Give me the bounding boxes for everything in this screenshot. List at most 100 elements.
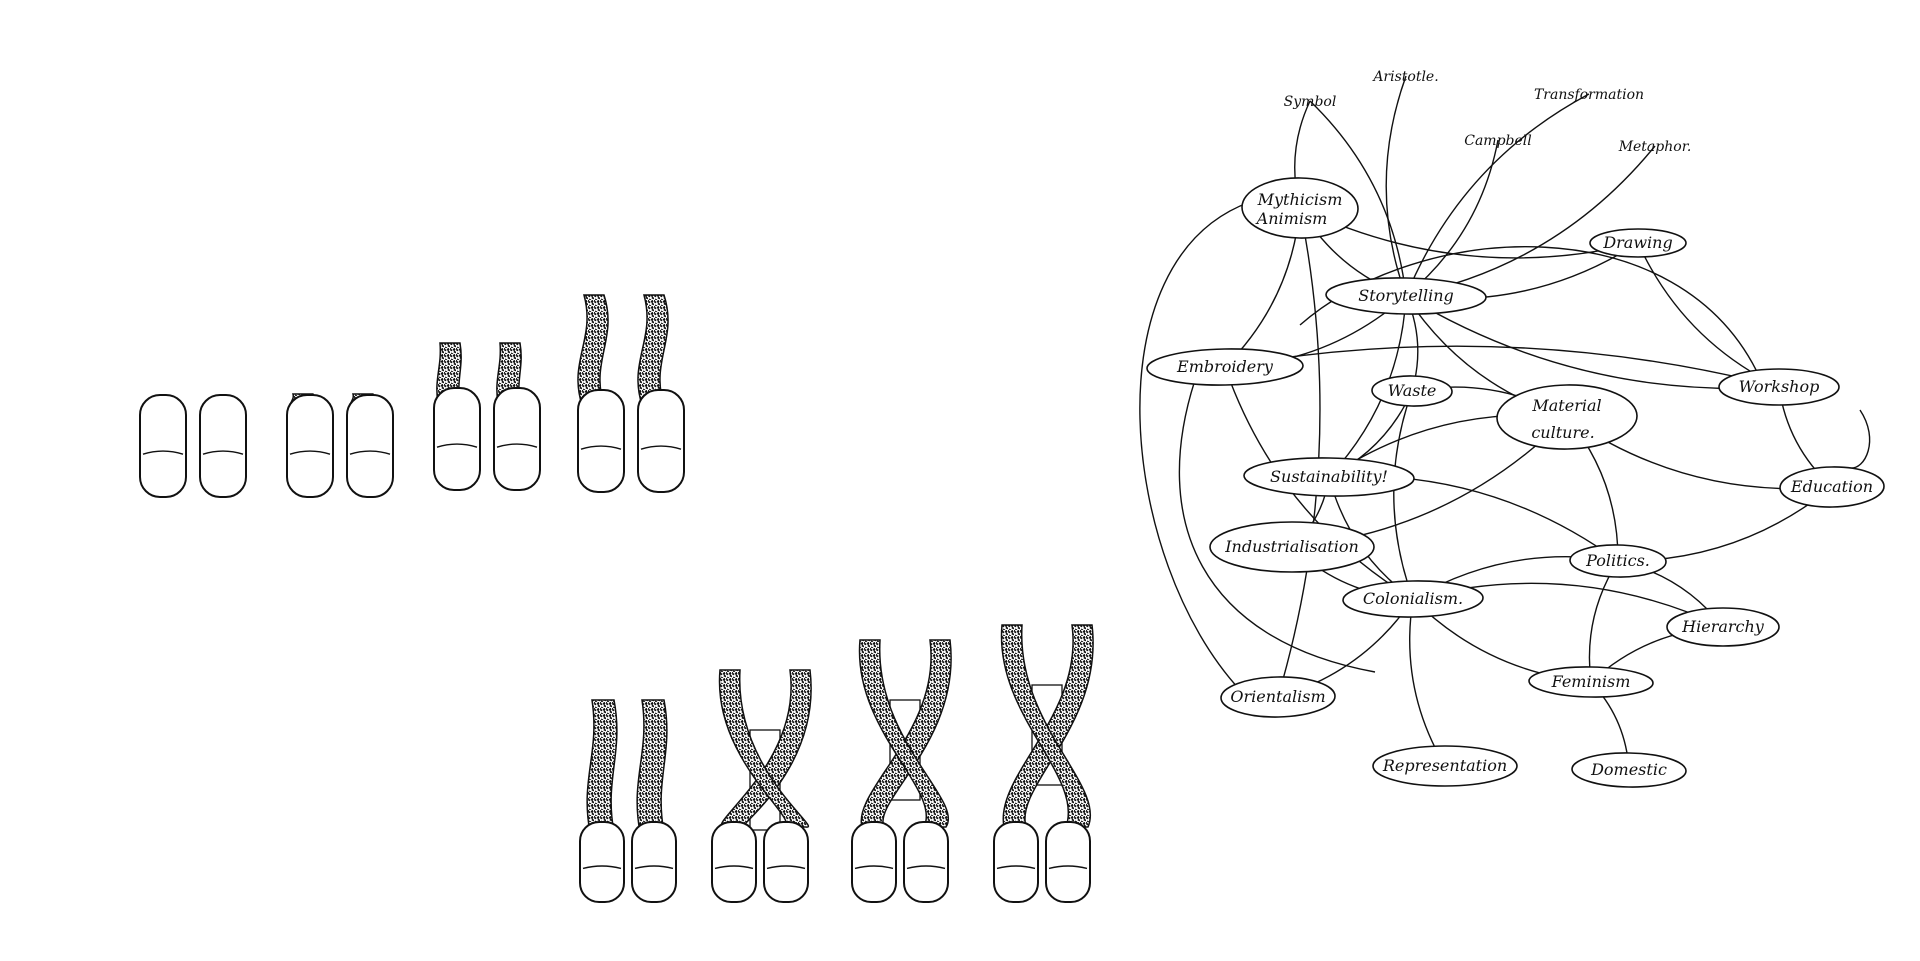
connection-line-waste-colonialism [1393,390,1414,600]
node-campbell: Campbell [1464,133,1532,149]
node-transformation: Transformation [1534,87,1644,103]
sock-pair-stage-6 [711,669,812,903]
node-label-workshop: Workshop [1739,377,1820,396]
twisted-leg-left [860,639,952,828]
node-label-campbell: Campbell [1464,133,1532,149]
sock-foot [1045,821,1091,903]
node-label-hierarchy: Hierarchy [1681,617,1765,636]
node-hierarchy: Hierarchy [1666,607,1780,647]
node-colonialism: Colonialism. [1342,580,1484,618]
node-workshop: Workshop [1718,368,1840,406]
connection-line-colonialism-representation [1409,598,1446,767]
node-label-education: Education [1790,477,1873,496]
node-oval-industrialisation [1209,521,1375,573]
node-feminism: Feminism [1528,666,1654,698]
sock-pair-stage-7 [851,639,952,903]
outer-arc-line-0 [1139,201,1251,691]
sock-foot [286,394,334,498]
node-oval-politics [1569,544,1667,578]
node-oval-waste [1371,375,1453,407]
node-representation: Representation [1372,745,1518,787]
sock-foot [637,389,685,493]
node-label-sustainability: Sustainability! [1270,467,1388,486]
connection-line-mythicism-orientalism [1277,207,1321,698]
node-culture: culture. [1531,423,1594,442]
node-embroidery: Embroidery [1146,348,1304,386]
node-waste: Waste [1371,375,1453,407]
sock-pair-stage-8 [993,624,1094,903]
sock-foot [631,821,677,903]
twisted-leg-right [858,639,949,828]
node-oval-workshop [1718,368,1840,406]
sock-foot [139,394,187,498]
node-label-mythicism: Mythicism [1257,190,1343,209]
node-industrialisation: Industrialisation [1209,521,1375,573]
outer-arc-line-3 [1849,409,1871,469]
node-label-transformation: Transformation [1534,87,1644,103]
outer-arc-line-1 [1178,379,1376,673]
sock-pair-stage-5 [579,699,677,903]
node-drawing: Drawing [1589,228,1687,258]
textured-leg [636,699,668,833]
node-aristotle: Aristotle. [1371,69,1438,85]
node-label-animism: Animism [1255,209,1328,228]
twisted-leg-right [1000,624,1091,828]
node-oval-education [1779,466,1885,508]
node-label-orientalism: Orientalism [1230,687,1325,706]
sock-foot [579,821,625,903]
node-politics: Politics. [1569,544,1667,578]
node-storytelling: Storytelling [1325,277,1487,315]
node-oval-orientalism [1220,676,1336,718]
node-oval-domestic [1571,752,1687,788]
node-label-waste: Waste [1388,381,1437,400]
connection-line-aristotle-storytelling [1385,75,1407,297]
node-label-representation: Representation [1382,756,1507,775]
sock-foot [199,394,247,498]
node-label-metaphor: Metaphor. [1618,139,1692,155]
node-label-domestic: Domestic [1590,760,1667,779]
node-oval-hierarchy [1666,607,1780,647]
sock-sketch-row-bottom [579,624,1094,903]
textured-leg [637,294,669,406]
sock-foot [577,389,625,493]
node-metaphor: Metaphor. [1618,139,1692,155]
node-oval-colonialism [1342,580,1484,618]
textured-leg [586,699,618,833]
node-animism: Animism [1255,209,1328,228]
node-material: Material [1496,384,1638,450]
sock-foot [493,387,541,491]
node-label-culture: culture. [1531,423,1594,442]
node-education: Education [1779,466,1885,508]
node-oval-representation [1372,745,1518,787]
node-label-aristotle: Aristotle. [1371,69,1438,85]
connection-line-embroidery-workshop [1224,345,1780,388]
node-oval-mythicism [1241,177,1359,239]
node-label-material: Material [1531,396,1601,415]
node-label-drawing: Drawing [1602,233,1672,252]
textured-leg [577,294,609,406]
sock-pair-stage-2 [286,393,394,498]
sock-foot [433,387,481,491]
connection-line-transformation-storytelling [1405,93,1590,297]
node-mythicism: Mythicism [1241,177,1359,239]
connection-line-embroidery-colonialism [1224,366,1414,600]
sock-foot [903,821,949,903]
twisted-leg-left [720,669,812,828]
sock-pair-stage-1 [139,394,247,498]
sock-foot [346,394,394,498]
node-label-symbol: Symbol [1284,94,1337,110]
node-oval-sustainability [1243,457,1415,497]
node-label-storytelling: Storytelling [1358,286,1454,305]
node-oval-storytelling [1325,277,1487,315]
outer-arc-line-2 [1299,246,1761,379]
node-oval-embroidery [1146,348,1304,386]
node-label-embroidery: Embroidery [1176,357,1274,376]
sock-foot [763,821,809,903]
sock-foot [851,821,897,903]
sock-pair-stage-4 [577,294,685,493]
twisted-leg-right [718,669,809,828]
node-sustainability: Sustainability! [1243,457,1415,497]
node-label-industrialisation: Industrialisation [1224,537,1359,556]
